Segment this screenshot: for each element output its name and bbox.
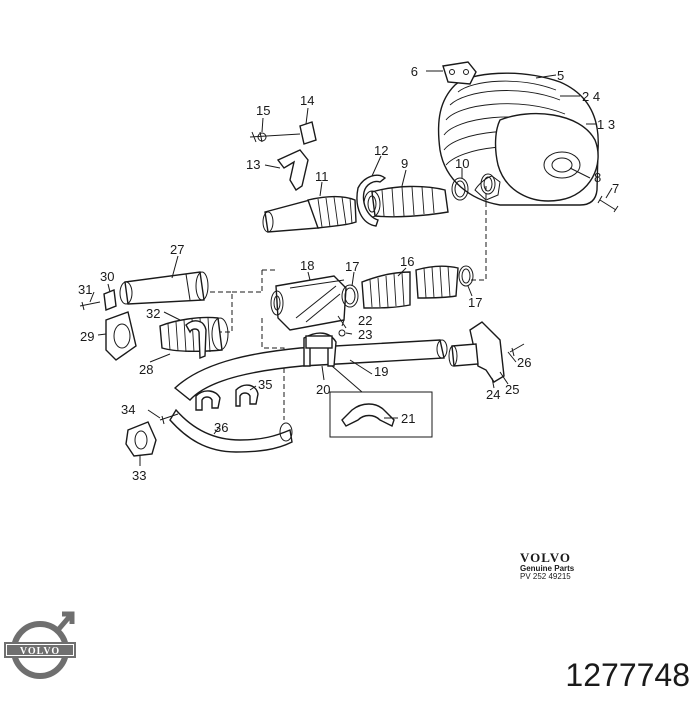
bracket-33-opening bbox=[134, 430, 148, 450]
bracket-21 bbox=[341, 403, 395, 427]
clamp-35 bbox=[195, 390, 221, 411]
callout-28: 28 bbox=[139, 362, 153, 377]
bracket-13 bbox=[276, 149, 309, 191]
clamp-28 bbox=[185, 320, 207, 360]
bracket-29-opening bbox=[113, 323, 131, 349]
clamp-8-ring bbox=[480, 173, 496, 195]
callout-6: 6 bbox=[411, 64, 418, 79]
assembly-guide bbox=[261, 318, 285, 420]
bolt-7 bbox=[597, 195, 619, 213]
callout-8: 8 bbox=[594, 170, 601, 185]
callout-13: 13 bbox=[246, 157, 260, 172]
callout-24: 24 bbox=[486, 387, 500, 402]
leader-20-21 bbox=[331, 365, 363, 393]
genuine-parts-reference: PV 252 49215 bbox=[520, 572, 571, 582]
washer-15 bbox=[257, 132, 267, 142]
callout-22: 22 bbox=[358, 313, 372, 328]
genuine-parts-brand: VOLVO bbox=[520, 550, 571, 565]
part-number: 1277748 bbox=[565, 657, 690, 693]
callout-18: 18 bbox=[300, 258, 314, 273]
hose-9 bbox=[363, 185, 449, 218]
intake-pipe-25-end bbox=[448, 345, 458, 367]
volvo-logo-text: VOLVO bbox=[20, 646, 60, 657]
callout-35: 35 bbox=[258, 377, 272, 392]
callout-numbers: 6 5 2 4 1 3 8 7 15 14 13 12 9 10 11 27 3… bbox=[78, 64, 619, 483]
callout-26: 26 bbox=[517, 355, 531, 370]
hose-36 bbox=[169, 408, 293, 453]
hose-36-end bbox=[279, 422, 293, 442]
callout-21: 21 bbox=[401, 411, 415, 426]
callout-27: 27 bbox=[170, 242, 184, 257]
hose-27 bbox=[119, 271, 209, 305]
bracket-14 bbox=[299, 121, 317, 145]
bolt-22 bbox=[337, 315, 347, 329]
bracket-33 bbox=[125, 421, 157, 457]
assembly-guide bbox=[470, 186, 487, 281]
callout-33: 33 bbox=[132, 468, 146, 483]
clamp-12 bbox=[356, 174, 387, 227]
callout-15: 15 bbox=[256, 103, 270, 118]
screw-34 bbox=[159, 413, 179, 425]
assembly-guide bbox=[210, 291, 262, 333]
hose-11 bbox=[262, 195, 357, 233]
callout-30: 30 bbox=[100, 269, 114, 284]
intake-bracket-24 bbox=[469, 321, 505, 383]
callout-5: 5 bbox=[557, 68, 564, 83]
bracket-hole bbox=[463, 69, 469, 75]
callout-2-4: 2 4 bbox=[582, 89, 600, 104]
clamp-10 bbox=[451, 177, 469, 201]
callout-29: 29 bbox=[80, 329, 94, 344]
callout-19: 19 bbox=[374, 364, 388, 379]
callout-25: 25 bbox=[505, 382, 519, 397]
genuine-parts-block: VOLVO Genuine Parts PV 252 49215 bbox=[520, 551, 574, 581]
clamp-17 bbox=[341, 284, 359, 308]
air-cleaner-housing bbox=[437, 72, 599, 206]
clamp-35 bbox=[235, 384, 259, 407]
clamp-20-band bbox=[305, 335, 333, 349]
leader-lines bbox=[89, 70, 613, 466]
volvo-logo: VOLVO bbox=[4, 606, 78, 691]
callout-32: 32 bbox=[146, 306, 160, 321]
washer-23 bbox=[338, 329, 346, 337]
bracket-29 bbox=[105, 311, 137, 361]
screw-31 bbox=[79, 301, 101, 311]
hose-32 bbox=[159, 316, 229, 353]
bracket-hole bbox=[449, 69, 455, 75]
clamp-17 bbox=[458, 265, 474, 287]
callout-1-3: 1 3 bbox=[597, 117, 615, 132]
silencer-box-18 bbox=[270, 275, 347, 331]
callout-14: 14 bbox=[300, 93, 314, 108]
detail-box-21 bbox=[329, 391, 433, 438]
callout-17b: 17 bbox=[468, 295, 482, 310]
callout-9: 9 bbox=[401, 156, 408, 171]
intake-pipe-25 bbox=[451, 343, 479, 367]
mounting-bracket-6 bbox=[442, 61, 477, 85]
callout-17: 17 bbox=[345, 259, 359, 274]
callout-10: 10 bbox=[455, 156, 469, 171]
hose-19 bbox=[173, 339, 448, 401]
genuine-parts-subtitle: Genuine Parts bbox=[520, 563, 575, 573]
callout-31: 31 bbox=[78, 282, 92, 297]
bracket-30 bbox=[103, 289, 117, 311]
hose-16 bbox=[361, 265, 459, 309]
callout-20: 20 bbox=[316, 382, 330, 397]
callout-12: 12 bbox=[374, 143, 388, 158]
callout-34: 34 bbox=[121, 402, 135, 417]
callout-36: 36 bbox=[214, 420, 228, 435]
callout-23: 23 bbox=[358, 327, 372, 342]
callout-16: 16 bbox=[400, 254, 414, 269]
callout-7: 7 bbox=[612, 181, 619, 196]
callout-11: 11 bbox=[315, 169, 329, 184]
screw-26 bbox=[509, 343, 525, 357]
volvo-iron-mark-icon: VOLVO bbox=[4, 611, 76, 679]
